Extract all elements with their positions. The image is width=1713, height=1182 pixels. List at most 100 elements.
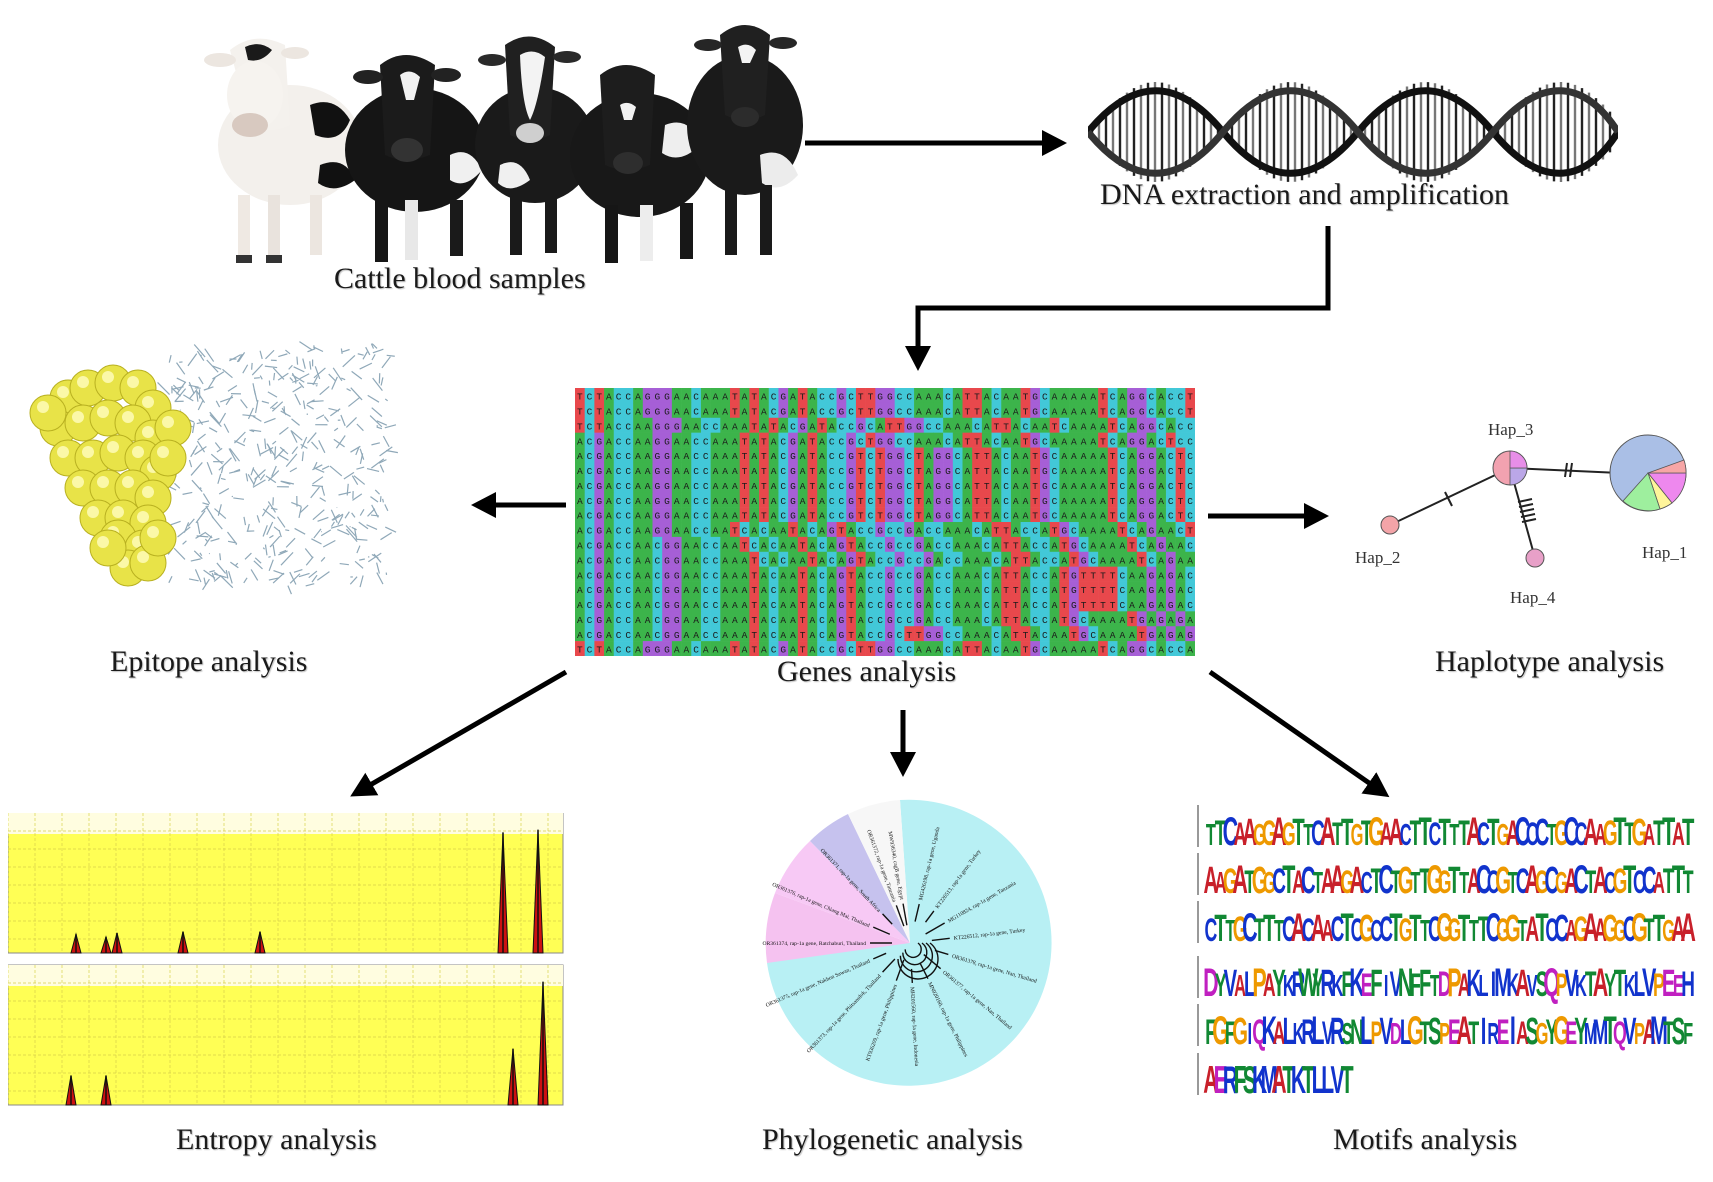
svg-text:T: T bbox=[577, 407, 583, 418]
svg-text:C: C bbox=[1242, 905, 1258, 950]
svg-text:A: A bbox=[1139, 585, 1145, 596]
svg-text:G: G bbox=[877, 407, 883, 418]
svg-text:C: C bbox=[868, 615, 874, 626]
svg-text:A: A bbox=[1071, 496, 1077, 507]
svg-text:G: G bbox=[848, 466, 854, 477]
svg-text:C: C bbox=[1633, 863, 1646, 900]
svg-text:A: A bbox=[974, 585, 980, 596]
svg-text:T: T bbox=[906, 630, 912, 641]
svg-text:C: C bbox=[819, 541, 825, 552]
svg-text:R: R bbox=[1487, 1018, 1499, 1052]
svg-text:C: C bbox=[1178, 392, 1184, 403]
svg-text:A: A bbox=[809, 541, 815, 552]
svg-text:F: F bbox=[1225, 1014, 1236, 1051]
svg-text:G: G bbox=[1233, 909, 1248, 949]
svg-text:G: G bbox=[654, 511, 660, 522]
svg-text:G: G bbox=[664, 585, 670, 596]
svg-text:A: A bbox=[1564, 861, 1578, 901]
svg-text:T: T bbox=[1244, 863, 1255, 900]
svg-text:G: G bbox=[1554, 813, 1569, 853]
dna-helix-illustration bbox=[1088, 82, 1618, 182]
svg-text:C: C bbox=[868, 511, 874, 522]
svg-text:C: C bbox=[1301, 861, 1316, 902]
svg-text:P: P bbox=[1371, 1014, 1383, 1051]
svg-text:T: T bbox=[1110, 421, 1116, 432]
svg-text:G: G bbox=[848, 451, 854, 462]
svg-text:G: G bbox=[664, 421, 670, 432]
svg-text:V: V bbox=[1379, 1012, 1392, 1053]
svg-text:G: G bbox=[935, 630, 941, 641]
svg-text:C: C bbox=[1168, 511, 1174, 522]
svg-text:T: T bbox=[1604, 1008, 1617, 1053]
svg-text:G: G bbox=[1139, 436, 1145, 447]
label-genes-analysis: Genes analysis bbox=[777, 655, 957, 688]
svg-text:C: C bbox=[1187, 600, 1193, 611]
svg-text:P: P bbox=[1653, 966, 1665, 1003]
svg-text:A: A bbox=[1090, 615, 1096, 626]
svg-text:A: A bbox=[606, 496, 612, 507]
svg-text:C: C bbox=[984, 541, 990, 552]
svg-text:M: M bbox=[1650, 1008, 1668, 1053]
svg-text:G: G bbox=[877, 645, 883, 656]
svg-text:G: G bbox=[916, 600, 922, 611]
svg-text:C: C bbox=[1642, 861, 1657, 902]
svg-text:G: G bbox=[897, 451, 903, 462]
svg-text:C: C bbox=[616, 541, 622, 552]
svg-text:C: C bbox=[1042, 600, 1048, 611]
svg-text:A: A bbox=[713, 481, 719, 492]
svg-text:N: N bbox=[1350, 1012, 1364, 1052]
svg-text:T: T bbox=[1100, 645, 1106, 656]
svg-text:G: G bbox=[1602, 909, 1618, 950]
svg-text:C: C bbox=[1282, 909, 1296, 949]
svg-text:T: T bbox=[858, 555, 864, 566]
svg-text:C: C bbox=[1052, 496, 1058, 507]
svg-text:A: A bbox=[645, 630, 651, 641]
svg-text:A: A bbox=[722, 555, 728, 566]
svg-text:G: G bbox=[916, 615, 922, 626]
svg-text:G: G bbox=[674, 630, 680, 641]
svg-text:C: C bbox=[625, 407, 631, 418]
svg-text:A: A bbox=[1129, 451, 1135, 462]
svg-text:C: C bbox=[780, 481, 786, 492]
svg-text:C: C bbox=[1119, 585, 1125, 596]
svg-text:T: T bbox=[916, 511, 922, 522]
svg-text:G: G bbox=[596, 451, 602, 462]
svg-text:L: L bbox=[1311, 1008, 1324, 1053]
svg-text:A: A bbox=[742, 407, 748, 418]
svg-text:C: C bbox=[625, 451, 631, 462]
svg-text:C: C bbox=[1178, 421, 1184, 432]
svg-text:A: A bbox=[819, 511, 825, 522]
svg-text:A: A bbox=[693, 541, 699, 552]
svg-text:K: K bbox=[1332, 970, 1344, 1004]
svg-text:A: A bbox=[1100, 555, 1106, 566]
svg-text:G: G bbox=[1139, 496, 1145, 507]
svg-text:A: A bbox=[935, 392, 941, 403]
svg-text:G: G bbox=[848, 496, 854, 507]
svg-text:C: C bbox=[780, 436, 786, 447]
svg-text:A: A bbox=[732, 585, 738, 596]
svg-text:C: C bbox=[625, 570, 631, 581]
svg-text:A: A bbox=[684, 526, 690, 537]
svg-text:T: T bbox=[848, 615, 854, 626]
svg-text:T: T bbox=[1458, 909, 1471, 950]
svg-text:C: C bbox=[839, 436, 845, 447]
svg-text:A: A bbox=[1168, 526, 1174, 537]
svg-text:A: A bbox=[1110, 615, 1116, 626]
svg-text:C: C bbox=[829, 392, 835, 403]
svg-text:T: T bbox=[868, 645, 874, 656]
svg-text:C: C bbox=[858, 526, 864, 537]
svg-text:G: G bbox=[1149, 526, 1155, 537]
svg-text:C: C bbox=[587, 511, 593, 522]
svg-text:T: T bbox=[984, 511, 990, 522]
svg-text:A: A bbox=[722, 511, 728, 522]
svg-text:G: G bbox=[1071, 615, 1077, 626]
svg-text:A: A bbox=[722, 630, 728, 641]
svg-text:C: C bbox=[935, 570, 941, 581]
svg-text:S: S bbox=[1342, 1018, 1353, 1052]
svg-text:A: A bbox=[1003, 645, 1009, 656]
svg-text:T: T bbox=[974, 436, 980, 447]
svg-text:A: A bbox=[1320, 809, 1336, 854]
svg-text:D: D bbox=[1438, 964, 1452, 1004]
phylo-leaf-label: MH201560, rap-1a gene, Indonesia bbox=[909, 987, 920, 1067]
svg-text:L: L bbox=[1283, 1012, 1295, 1053]
